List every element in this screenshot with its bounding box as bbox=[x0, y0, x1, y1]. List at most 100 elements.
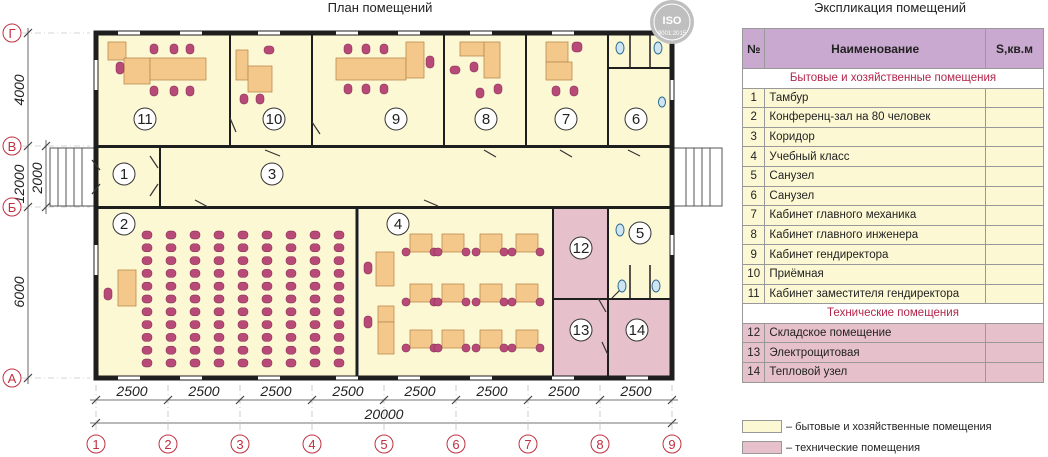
svg-text:8: 8 bbox=[596, 437, 603, 452]
chair bbox=[189, 256, 201, 265]
chair bbox=[535, 247, 545, 257]
legend-technical-label: – технические помещения bbox=[786, 441, 921, 454]
room-label-12: 12 bbox=[569, 236, 593, 260]
iso-badge: ISO 9001:2015 bbox=[650, 0, 694, 44]
legend-household: – бытовые и хозяйственные помещения bbox=[742, 420, 992, 433]
entrance-steps bbox=[49, 147, 723, 207]
room-label-4: 4 bbox=[386, 212, 410, 236]
table-header-row: № Наименование S,кв.м bbox=[741, 28, 1044, 69]
row-name: Санузел bbox=[764, 165, 986, 187]
room-label-2: 2 bbox=[112, 212, 136, 236]
row-number: 4 bbox=[741, 146, 766, 167]
chair bbox=[461, 247, 471, 257]
room-circle bbox=[474, 107, 498, 131]
chair bbox=[141, 294, 153, 304]
chair bbox=[499, 247, 509, 257]
chair bbox=[285, 230, 297, 240]
chair bbox=[507, 247, 517, 257]
svg-text:А: А bbox=[8, 371, 17, 386]
chair bbox=[379, 43, 389, 55]
chair bbox=[309, 269, 321, 278]
windows bbox=[94, 31, 674, 380]
chair bbox=[149, 43, 159, 55]
chair bbox=[469, 61, 479, 73]
row-number: 7 bbox=[741, 205, 766, 226]
room-circle bbox=[133, 107, 157, 131]
row-name: Складское помещение bbox=[764, 322, 986, 344]
room-label-10: 10 bbox=[262, 107, 286, 131]
room-number: 2 bbox=[120, 216, 128, 233]
room-number: 12 bbox=[573, 240, 590, 257]
chair bbox=[361, 83, 371, 95]
chair bbox=[189, 294, 201, 304]
room-circle bbox=[554, 107, 578, 131]
row-area bbox=[985, 107, 1044, 128]
chair bbox=[261, 307, 273, 317]
row-name: Кабинет главного инженера bbox=[764, 224, 986, 246]
svg-text:3: 3 bbox=[236, 437, 243, 452]
iso-badge-top: ISO bbox=[663, 15, 682, 27]
row-number: 11 bbox=[741, 283, 766, 305]
chair bbox=[309, 281, 321, 291]
row-area bbox=[985, 146, 1044, 167]
row-area bbox=[985, 283, 1044, 305]
svg-text:7: 7 bbox=[524, 437, 531, 452]
room-number: 10 bbox=[266, 111, 283, 128]
room-label-8: 8 bbox=[474, 107, 498, 131]
chair bbox=[333, 358, 345, 368]
row-area bbox=[985, 342, 1044, 363]
room-number: 4 bbox=[394, 216, 402, 233]
chair bbox=[333, 256, 345, 265]
explication-table: № Наименование S,кв.м Бытовые и хозяйств… bbox=[741, 28, 1044, 383]
chair bbox=[343, 43, 353, 55]
row-name: Кабинет заместителя гендиректора bbox=[764, 283, 986, 305]
chair bbox=[401, 247, 411, 257]
chair bbox=[309, 230, 321, 240]
room-circle bbox=[625, 318, 649, 342]
row-area bbox=[985, 126, 1044, 148]
chair bbox=[165, 243, 177, 253]
chair bbox=[493, 83, 503, 95]
header-no: № bbox=[741, 28, 766, 69]
chair bbox=[189, 269, 201, 278]
class-desks bbox=[409, 233, 539, 349]
chair bbox=[237, 281, 249, 291]
chair bbox=[189, 307, 201, 317]
row-number: 2 bbox=[741, 107, 766, 128]
chair bbox=[261, 294, 273, 304]
svg-text:9: 9 bbox=[668, 437, 675, 452]
dim-vertical-top: 4000 bbox=[11, 74, 27, 105]
row-number: 8 bbox=[741, 224, 766, 246]
row-name: Тамбур bbox=[764, 87, 986, 109]
axis-letter-4: А bbox=[2, 368, 22, 388]
chair bbox=[333, 269, 345, 278]
dim-vertical-bottom: 6000 bbox=[11, 276, 27, 307]
chair bbox=[285, 269, 297, 278]
chair bbox=[363, 261, 373, 275]
chair bbox=[333, 243, 345, 253]
chair bbox=[285, 358, 297, 368]
row-area bbox=[985, 361, 1044, 383]
chair bbox=[165, 358, 177, 368]
chair bbox=[433, 343, 443, 353]
svg-text:Б: Б bbox=[8, 200, 17, 215]
explication-title: Экспликация помещений bbox=[813, 0, 967, 15]
chair bbox=[285, 345, 297, 355]
doors bbox=[91, 117, 641, 356]
room-3-fill bbox=[160, 148, 670, 206]
chair bbox=[425, 55, 435, 69]
room-label-3: 3 bbox=[260, 162, 284, 186]
legend-household-swatch bbox=[742, 420, 782, 433]
chair bbox=[535, 343, 545, 353]
chair bbox=[185, 43, 195, 55]
row-name: Приёмная bbox=[764, 263, 986, 285]
chair bbox=[213, 243, 225, 253]
chair bbox=[471, 343, 481, 353]
chair bbox=[285, 333, 297, 342]
axis-number-1: 1 bbox=[86, 434, 106, 454]
